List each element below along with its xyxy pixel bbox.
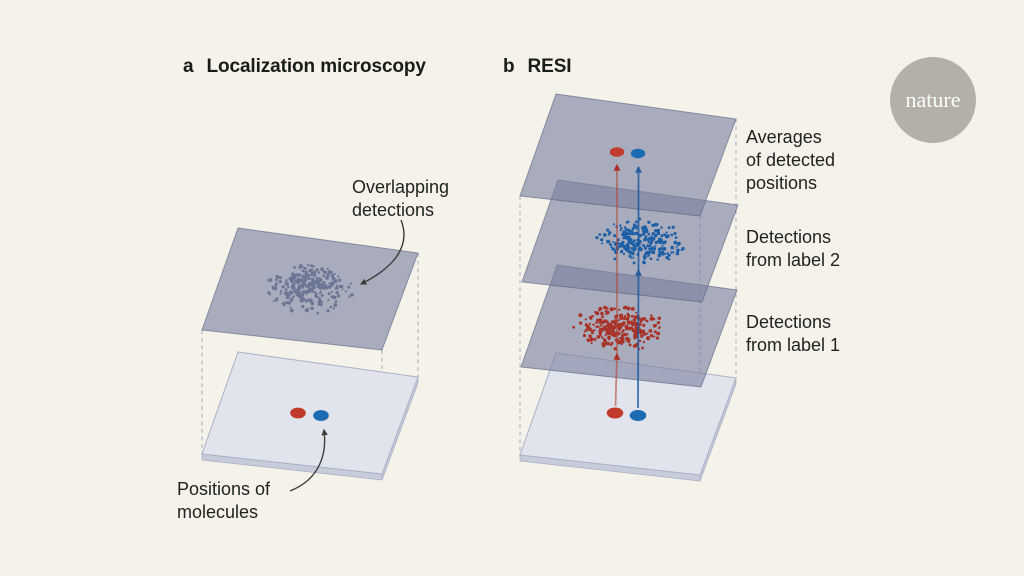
- detections-label1-label: Detections from label 1: [746, 312, 841, 355]
- panel-b-title: RESI: [527, 56, 572, 77]
- nature-logo-text: nature: [905, 87, 961, 112]
- label1-red-cloud: [572, 305, 661, 351]
- panel-b-blue-average-dot: [630, 148, 646, 159]
- blue-averaging-arrow: [634, 165, 642, 409]
- label2-blue-cloud: [595, 217, 685, 265]
- panel-b-header: b RESI: [503, 56, 572, 78]
- averages-label: Averages of detected positions: [746, 127, 836, 193]
- panel-a-key: a: [183, 56, 194, 77]
- positions-of-molecules-label: Positions of molecules: [177, 479, 271, 522]
- panel-a-header: a Localization microscopy: [183, 56, 426, 78]
- panel-a-title: Localization microscopy: [206, 56, 426, 77]
- red-averaging-arrow: [613, 163, 621, 407]
- panel-b-blue-molecule-dot: [629, 410, 647, 421]
- overlapping-detections-label: Overlapping detections: [352, 177, 450, 220]
- panel-a-bottom-slab: [201, 351, 419, 481]
- detections-label2-label: Detections from label 2: [746, 227, 841, 270]
- panel-b-red-average-dot: [609, 147, 625, 157]
- panel-a-red-molecule-dot: [290, 407, 306, 419]
- panel-b-red-molecule-dot: [606, 407, 624, 419]
- positions-of-molecules-arrow: [289, 428, 328, 492]
- panel-a-blue-molecule-dot: [313, 410, 329, 421]
- overlapping-detections-arrow: [359, 219, 405, 285]
- nature-logo: nature: [890, 57, 976, 143]
- panel-b-key: b: [503, 56, 515, 77]
- panel-b-averages-plane: [519, 93, 737, 217]
- overlapping-detections-cloud: [267, 264, 354, 315]
